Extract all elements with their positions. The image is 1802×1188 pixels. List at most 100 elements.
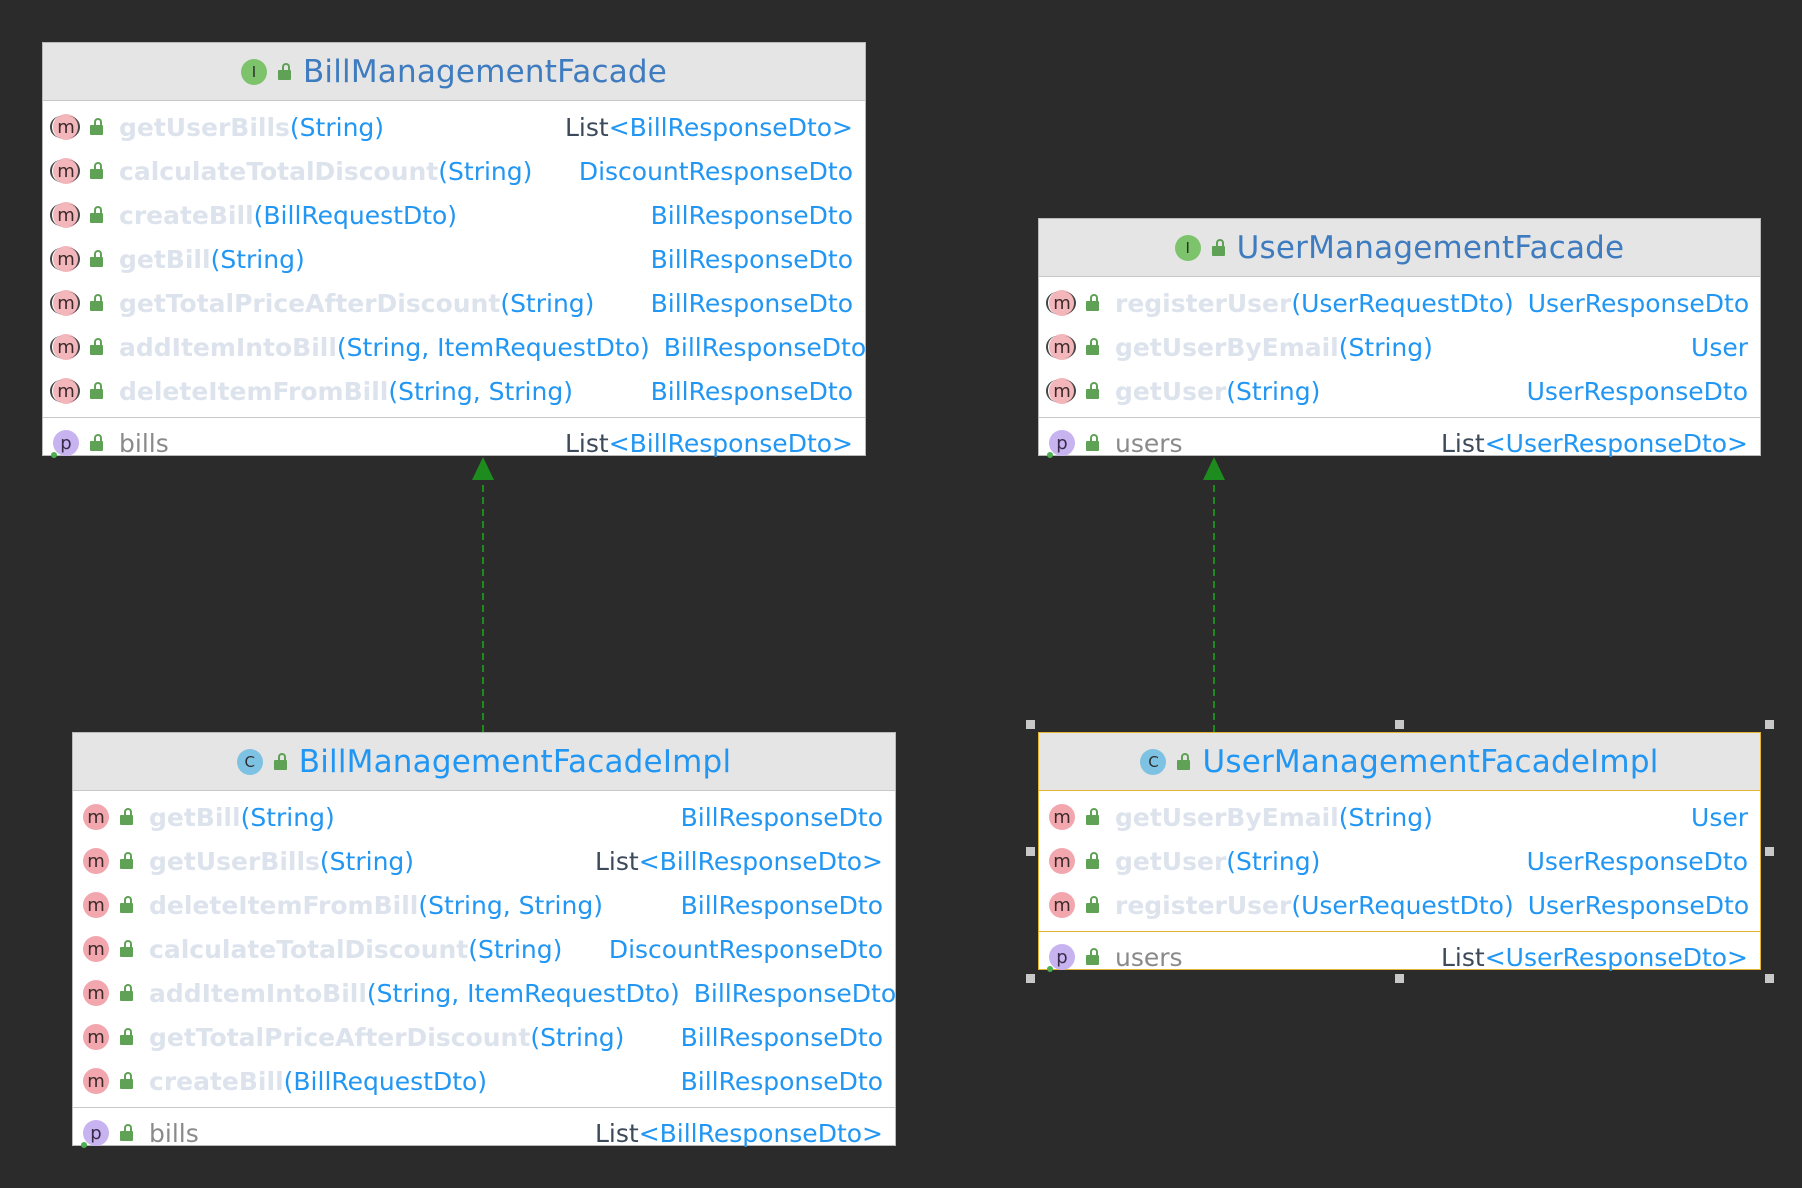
method-params: (String, String) [388, 376, 573, 406]
abstract-method-icon: m [50, 114, 80, 140]
public-lock-icon [119, 807, 135, 827]
return-type-name: DiscountResponseDto [608, 934, 883, 964]
selection-handle[interactable] [1395, 720, 1404, 729]
abstract-method-icon: m [50, 290, 80, 316]
property-type-prefix: List [1441, 942, 1485, 972]
return-type-name: UserResponseDto [1526, 376, 1748, 406]
method-icon: m [83, 936, 109, 962]
public-lock-icon [119, 851, 135, 871]
selection-handle[interactable] [1765, 720, 1774, 729]
return-type: BillResponseDto [667, 803, 883, 832]
public-lock-icon [119, 895, 135, 915]
return-type-name: User [1691, 802, 1748, 832]
method-name: deleteItemFromBill [149, 890, 419, 920]
return-type: DiscountResponseDto [565, 157, 853, 186]
selection-handle[interactable] [1765, 974, 1774, 983]
class-title: UserManagementFacade [1236, 229, 1625, 266]
method-icon: m [1049, 892, 1075, 918]
public-lock-icon [89, 249, 105, 269]
abstract-method-icon: m [50, 378, 80, 404]
method-name: calculateTotalDiscount [119, 156, 439, 186]
return-type-name: BillResponseDto [650, 288, 853, 318]
return-type: UserResponseDto [1514, 891, 1749, 920]
public-lock-icon [89, 381, 105, 401]
method-name: registerUser [1115, 288, 1292, 318]
public-lock-icon [1085, 851, 1101, 871]
class-title: UserManagementFacadeImpl [1202, 743, 1659, 780]
method-params: (String) [1338, 332, 1433, 362]
return-type: BillResponseDto [637, 245, 853, 274]
return-type-name: BillResponseDto [650, 244, 853, 274]
return-type-name: BillResponseDto [650, 376, 853, 406]
return-type-name: <BillResponseDto> [638, 846, 883, 876]
method-params: (UserRequestDto) [1291, 288, 1514, 318]
public-lock-icon [277, 62, 293, 82]
abstract-method-icon: m [1046, 378, 1076, 404]
abstract-method-icon: m [50, 334, 80, 360]
public-lock-icon [119, 1071, 135, 1091]
public-lock-icon [1211, 238, 1227, 258]
method-name: getBill [119, 244, 211, 274]
selection-handle[interactable] [1765, 847, 1774, 856]
user-realization-arrow-arrowhead [1203, 457, 1225, 480]
selection-handle[interactable] [1026, 720, 1035, 729]
class-header: I UserManagementFacade [1039, 219, 1760, 277]
public-lock-icon [89, 161, 105, 181]
return-type: DiscountResponseDto [595, 935, 883, 964]
public-lock-icon [89, 117, 105, 137]
property-type-name: <BillResponseDto> [638, 1118, 883, 1148]
return-type: BillResponseDto [650, 333, 866, 362]
public-lock-icon [119, 1027, 135, 1047]
method-params: (String) [1338, 802, 1433, 832]
return-type-prefix: List [564, 112, 609, 142]
public-lock-icon [1085, 895, 1101, 915]
method-name: getUserByEmail [1115, 802, 1339, 832]
selection-handle[interactable] [1026, 847, 1035, 856]
property-type-prefix: List [564, 428, 609, 458]
method-params: (String, ItemRequestDto) [336, 332, 650, 362]
selection-handle[interactable] [1395, 974, 1404, 983]
property-name: users [1115, 428, 1183, 458]
method-name: createBill [149, 1066, 284, 1096]
class-box-user-management-facade-impl[interactable]: C UserManagementFacadeImpl m getUserByEma… [1038, 732, 1761, 972]
property-type: List<UserResponseDto> [1427, 943, 1748, 972]
return-type-prefix: List [594, 846, 639, 876]
bill-realization-arrow-arrowhead [472, 457, 494, 480]
return-type: List<BillResponseDto> [551, 113, 853, 142]
method-name: getBill [149, 802, 241, 832]
property-name: bills [149, 1118, 199, 1148]
class-icon: C [1140, 748, 1167, 775]
public-lock-icon [1085, 947, 1101, 967]
selection-handle[interactable] [1026, 974, 1035, 983]
